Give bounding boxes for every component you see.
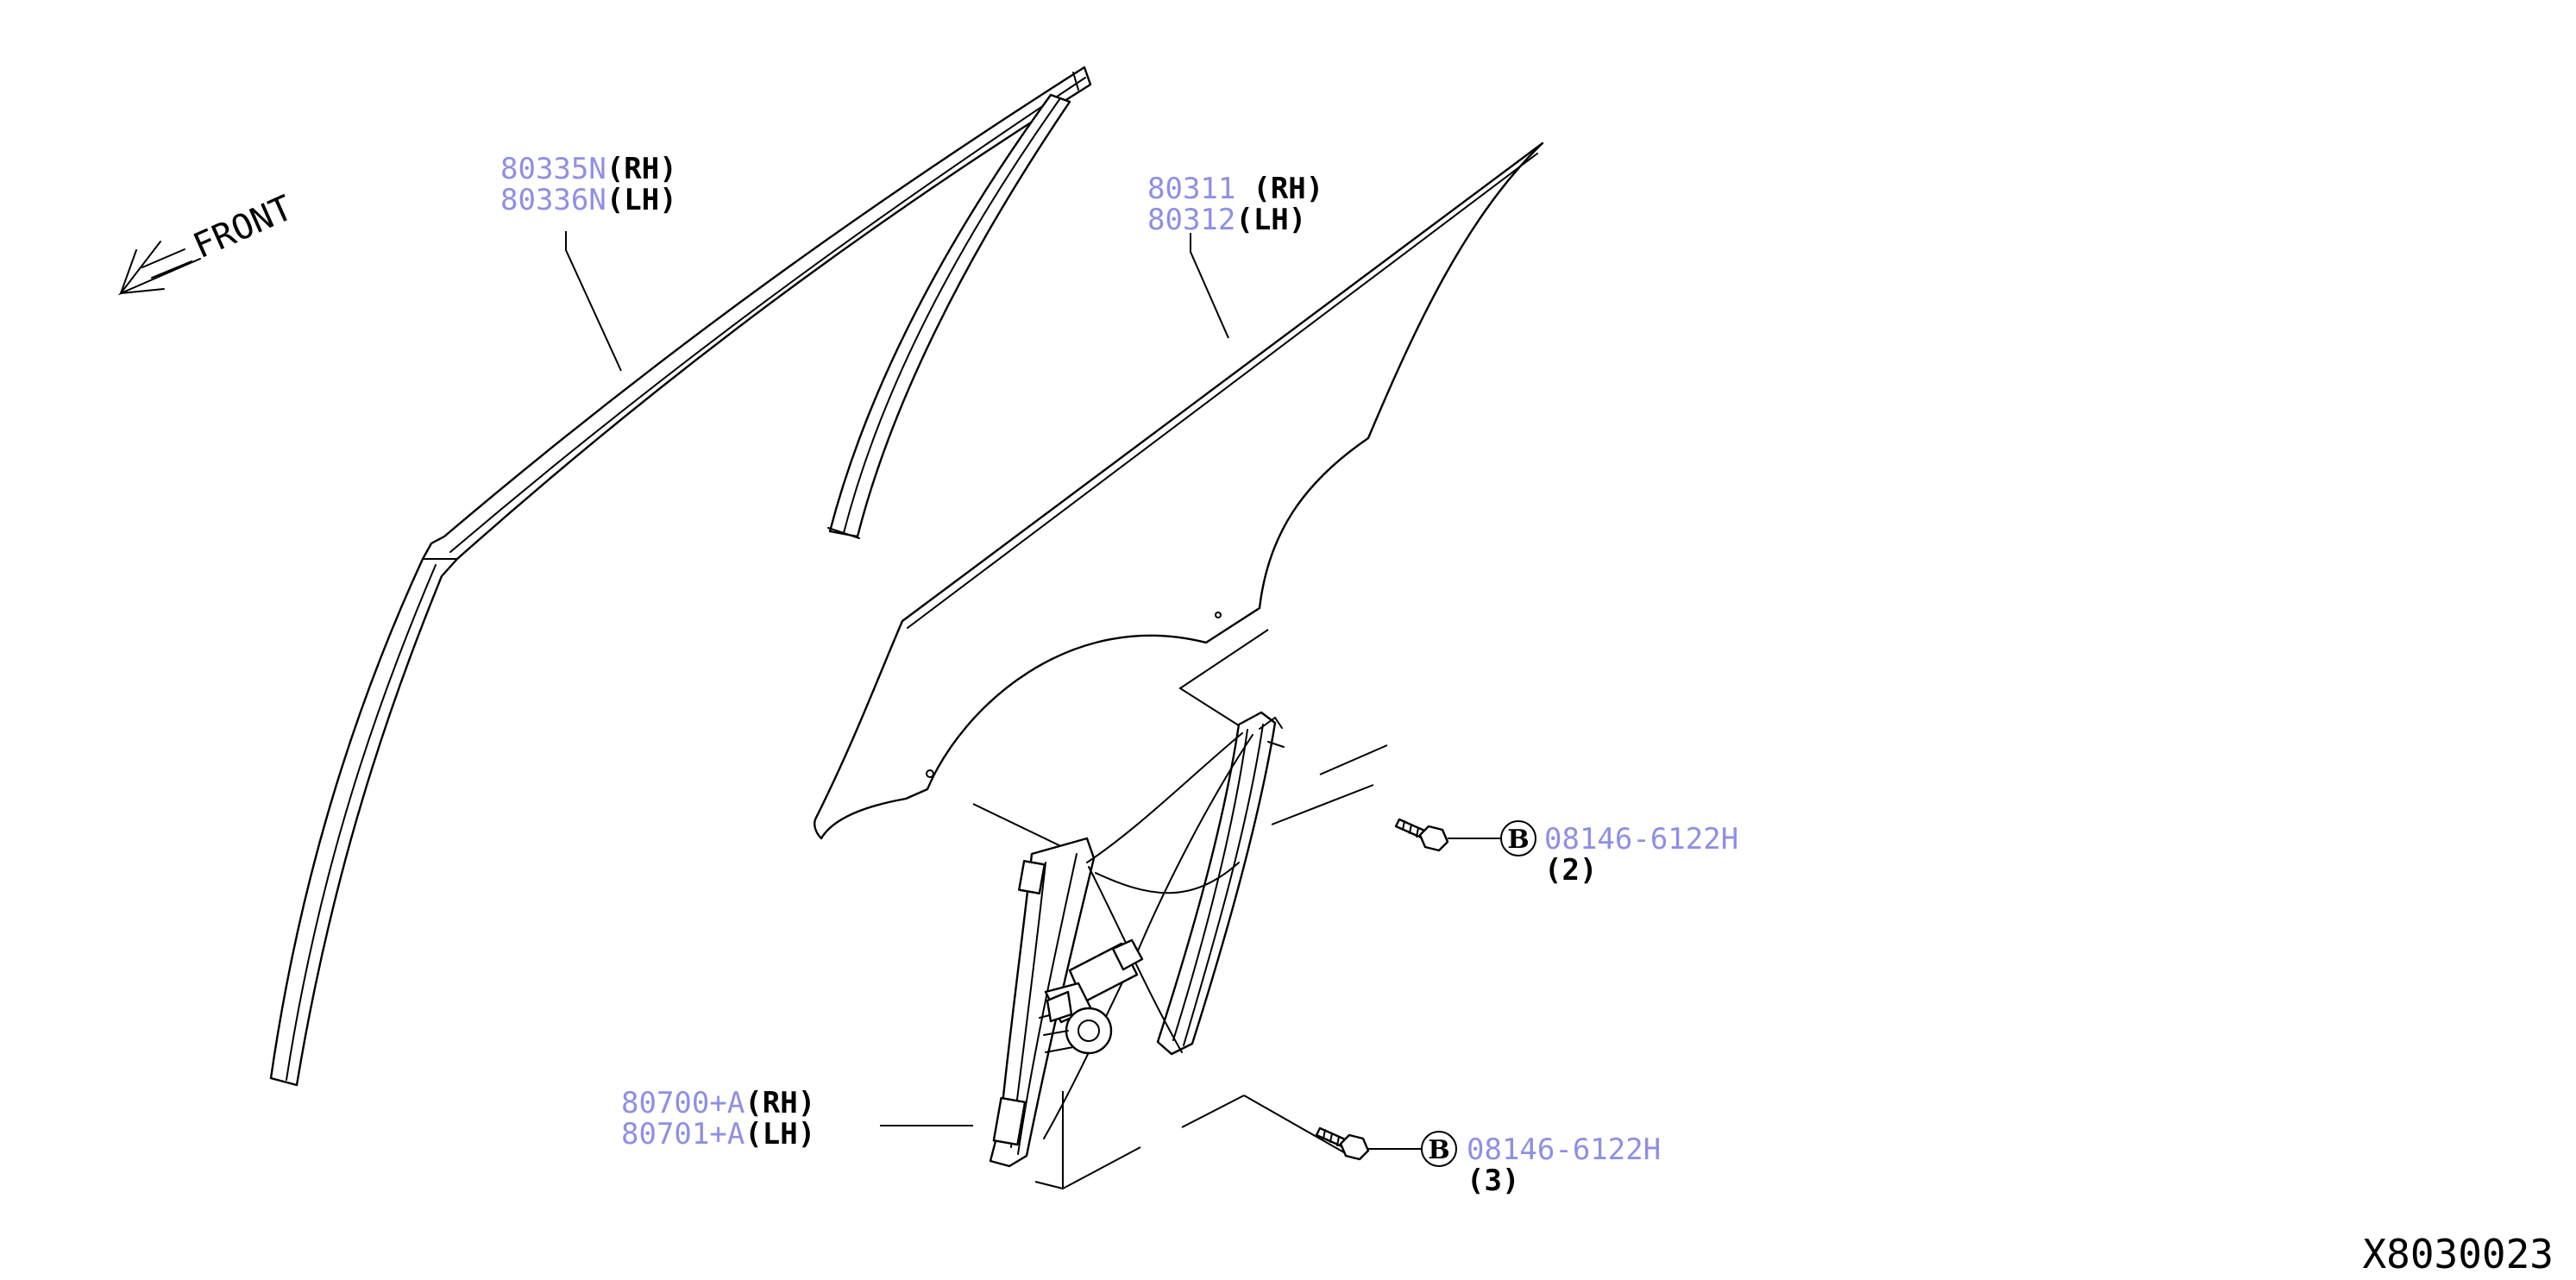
callout-regulator-lh: 80701+A(LH) [621,1117,815,1151]
callout-regulator-rh: 80700+A(RH) [621,1086,815,1120]
bolt-upper-qty: (2) [1544,853,1597,888]
callout-glass-lh: 80312(LH) [1147,203,1306,237]
diagram-code: X8030023 [2362,1231,2554,1277]
bolt-lower-qty: (3) [1467,1164,1519,1198]
window-regulator [989,711,1285,1168]
door-molding [269,66,1092,1087]
molding-leader [565,231,622,372]
glass-run-channel [827,93,1071,539]
mounting-reference-lines [972,629,1388,1190]
front-arrow-icon [117,241,201,296]
callout-glass-rh: 80311(RH) [1147,172,1323,206]
bolt-upper-icon [1394,818,1536,856]
bolt-lower-icon [1315,1126,1457,1167]
callout-molding-rh: 80335N(RH) [500,152,677,186]
bolt-upper-letter: B [1507,825,1529,855]
glass-leader [1190,233,1229,339]
front-label: FRONT [187,188,298,267]
bolt-upper-number: 08146-6122H [1544,822,1738,856]
bolt-lower-number: 08146-6122H [1467,1133,1661,1167]
callout-molding-lh: 80336N(LH) [500,183,677,217]
door-glass [814,141,1544,840]
bolt-lower-letter: B [1428,1135,1449,1165]
